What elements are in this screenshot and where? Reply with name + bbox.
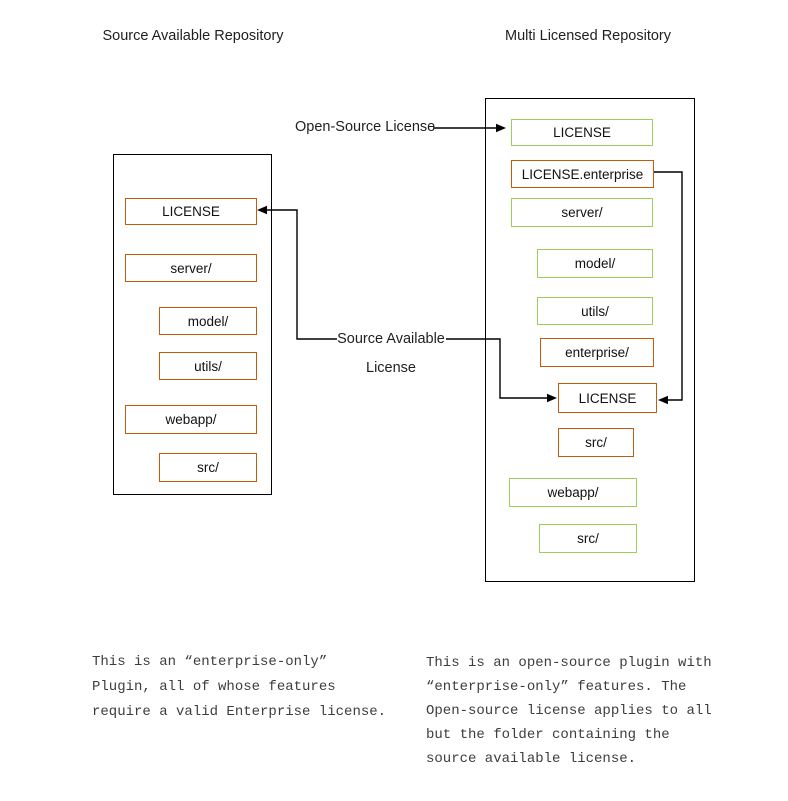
left-caption-line: require a valid Enterprise license. [92, 704, 387, 720]
left-box-license: LICENSE [125, 198, 257, 225]
right-box-webapp: webapp/ [509, 478, 637, 507]
right-box-license-enterprise-label: LICENSE.enterprise [521, 166, 644, 182]
left-box-model: model/ [159, 307, 257, 335]
right-caption-line: but the folder containing the [426, 727, 670, 743]
left-caption-line: Plugin, all of whose features [92, 679, 336, 695]
right-box-model-label: model/ [574, 256, 616, 271]
left-box-webapp: webapp/ [125, 405, 257, 434]
left-repo-title: Source Available Repository [102, 28, 284, 44]
left-repo-caption: This is an “enterprise-only” Plugin, all… [92, 650, 386, 725]
left-box-src: src/ [159, 453, 257, 482]
right-box-license-enterprise: LICENSE.enterprise [511, 160, 654, 188]
left-box-src-label: src/ [197, 460, 219, 475]
left-box-model-label: model/ [187, 313, 229, 329]
right-box-src: src/ [539, 524, 637, 553]
left-box-license-label: LICENSE [162, 204, 220, 219]
right-repo-caption: This is an open-source plugin with “ente… [426, 651, 712, 771]
open-source-license-label: Open-Source License [295, 119, 436, 135]
right-caption-line: “enterprise-only” features. The [426, 679, 687, 695]
right-box-server: server/ [511, 198, 653, 227]
right-caption-line: Open-source license applies to all [426, 703, 712, 719]
left-box-server-label: server/ [170, 260, 212, 276]
right-box-enterprise-license: LICENSE [558, 383, 657, 413]
right-caption-line: This is an open-source plugin with [426, 655, 712, 671]
source-available-license-label-line1: Source Available [337, 331, 445, 347]
right-caption-line: source available license. [426, 751, 637, 767]
left-box-server: server/ [125, 254, 257, 282]
left-box-webapp-label: webapp/ [165, 412, 217, 427]
right-box-enterprise-src: src/ [558, 428, 634, 457]
left-box-utils: utils/ [159, 352, 257, 380]
right-box-server-label: server/ [561, 205, 603, 220]
right-box-enterprise: enterprise/ [540, 338, 654, 367]
right-box-enterprise-label: enterprise/ [565, 345, 629, 360]
right-box-enterprise-license-label: LICENSE [578, 390, 637, 406]
right-box-utils: utils/ [537, 297, 653, 325]
source-available-license-label-line2: License [366, 360, 416, 376]
right-box-license-label: LICENSE [553, 125, 611, 140]
left-caption-line: This is an “enterprise-only” [92, 654, 328, 670]
right-box-license: LICENSE [511, 119, 653, 146]
right-box-webapp-label: webapp/ [547, 485, 599, 500]
source-available-license-label: Source Available License [330, 325, 452, 383]
right-box-utils-label: utils/ [581, 303, 609, 319]
right-repo-title: Multi Licensed Repository [504, 28, 672, 44]
right-box-src-label: src/ [577, 531, 599, 546]
right-box-enterprise-src-label: src/ [585, 435, 607, 450]
right-box-model: model/ [537, 249, 653, 278]
left-box-utils-label: utils/ [194, 358, 222, 374]
